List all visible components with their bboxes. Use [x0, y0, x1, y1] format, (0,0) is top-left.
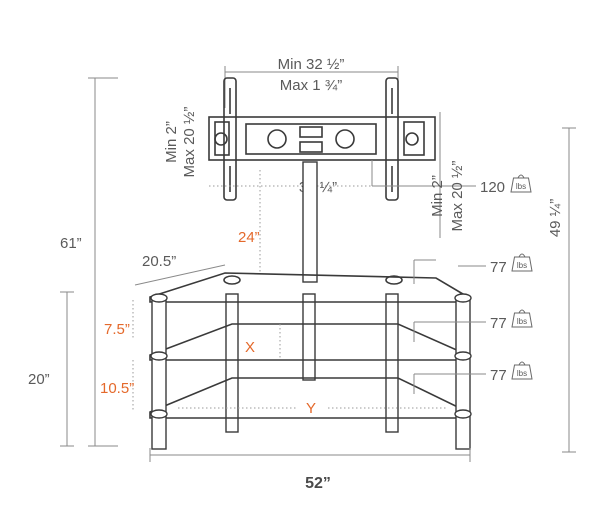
weight-unit: lbs	[517, 369, 527, 378]
tv-weight-indicator: 120 lbs	[371, 160, 532, 196]
base-height-dimension: 20”	[28, 291, 74, 447]
weight-icon: lbs	[511, 361, 533, 380]
weight-unit: lbs	[517, 261, 527, 270]
max-height-left-label: Max 20 ½”	[181, 107, 198, 178]
right-height-dimension: 49 ¼”	[547, 127, 576, 453]
top-shelf-weight-label: 77	[490, 259, 507, 276]
pole-height-label: 24”	[238, 229, 260, 246]
min-height-left-label: Min 2”	[163, 121, 180, 163]
right-bracket-height-dimension: Min 2” Max 20 ½”	[429, 112, 466, 238]
base-height-label: 20”	[28, 371, 50, 388]
weight-icon: lbs	[511, 253, 533, 272]
min-width-label: Min 32 ½”	[278, 56, 345, 73]
right-height-label: 49 ¼”	[547, 199, 564, 237]
y-dimension: Y	[178, 400, 446, 417]
front-legs	[150, 293, 472, 450]
total-height-dimension: 61”	[60, 77, 118, 447]
back-legs	[225, 293, 399, 433]
tv-weight-label: 120	[480, 179, 505, 196]
middle-shelf-weight-label: 77	[490, 315, 507, 332]
tv-mount-bracket	[208, 77, 436, 201]
shelf-gap-upper-label: 7.5”	[104, 321, 130, 338]
center-pole: 24”	[238, 161, 318, 283]
weight-icon: lbs	[511, 309, 533, 328]
total-width-label: 52”	[305, 475, 331, 492]
x-dimension: X	[245, 324, 281, 360]
shelf-gap-dimensions: 7.5” 10.5”	[100, 300, 134, 412]
bottom-shelf-weight: 77 lbs	[413, 361, 533, 394]
total-width-dimension: 52”	[149, 448, 471, 492]
max-height-right-label: Max 20 ½”	[449, 161, 466, 232]
weight-unit: lbs	[516, 182, 526, 191]
total-height-label: 61”	[60, 235, 82, 252]
min-height-right-label: Min 2”	[429, 175, 446, 217]
x-label: X	[245, 339, 255, 356]
left-bracket-height-dimension: Min 2” Max 20 ½”	[163, 107, 198, 178]
depth-label: 20.5”	[142, 253, 176, 270]
y-label: Y	[306, 400, 316, 417]
bottom-shelf-weight-label: 77	[490, 367, 507, 384]
top-shelf-weight: 77 lbs	[413, 253, 533, 284]
top-width-dimension: Min 32 ½” Max 1 ¾”	[224, 56, 399, 108]
max-width-label: Max 1 ¾”	[280, 77, 343, 94]
weight-icon: lbs	[510, 174, 532, 193]
weight-unit: lbs	[517, 317, 527, 326]
shelf-gap-lower-label: 10.5”	[100, 380, 134, 397]
bracket-width-dimension: 34 ¼”	[209, 179, 435, 196]
depth-dimension: 20.5”	[134, 253, 226, 286]
middle-shelf-weight: 77 lbs	[413, 309, 533, 342]
